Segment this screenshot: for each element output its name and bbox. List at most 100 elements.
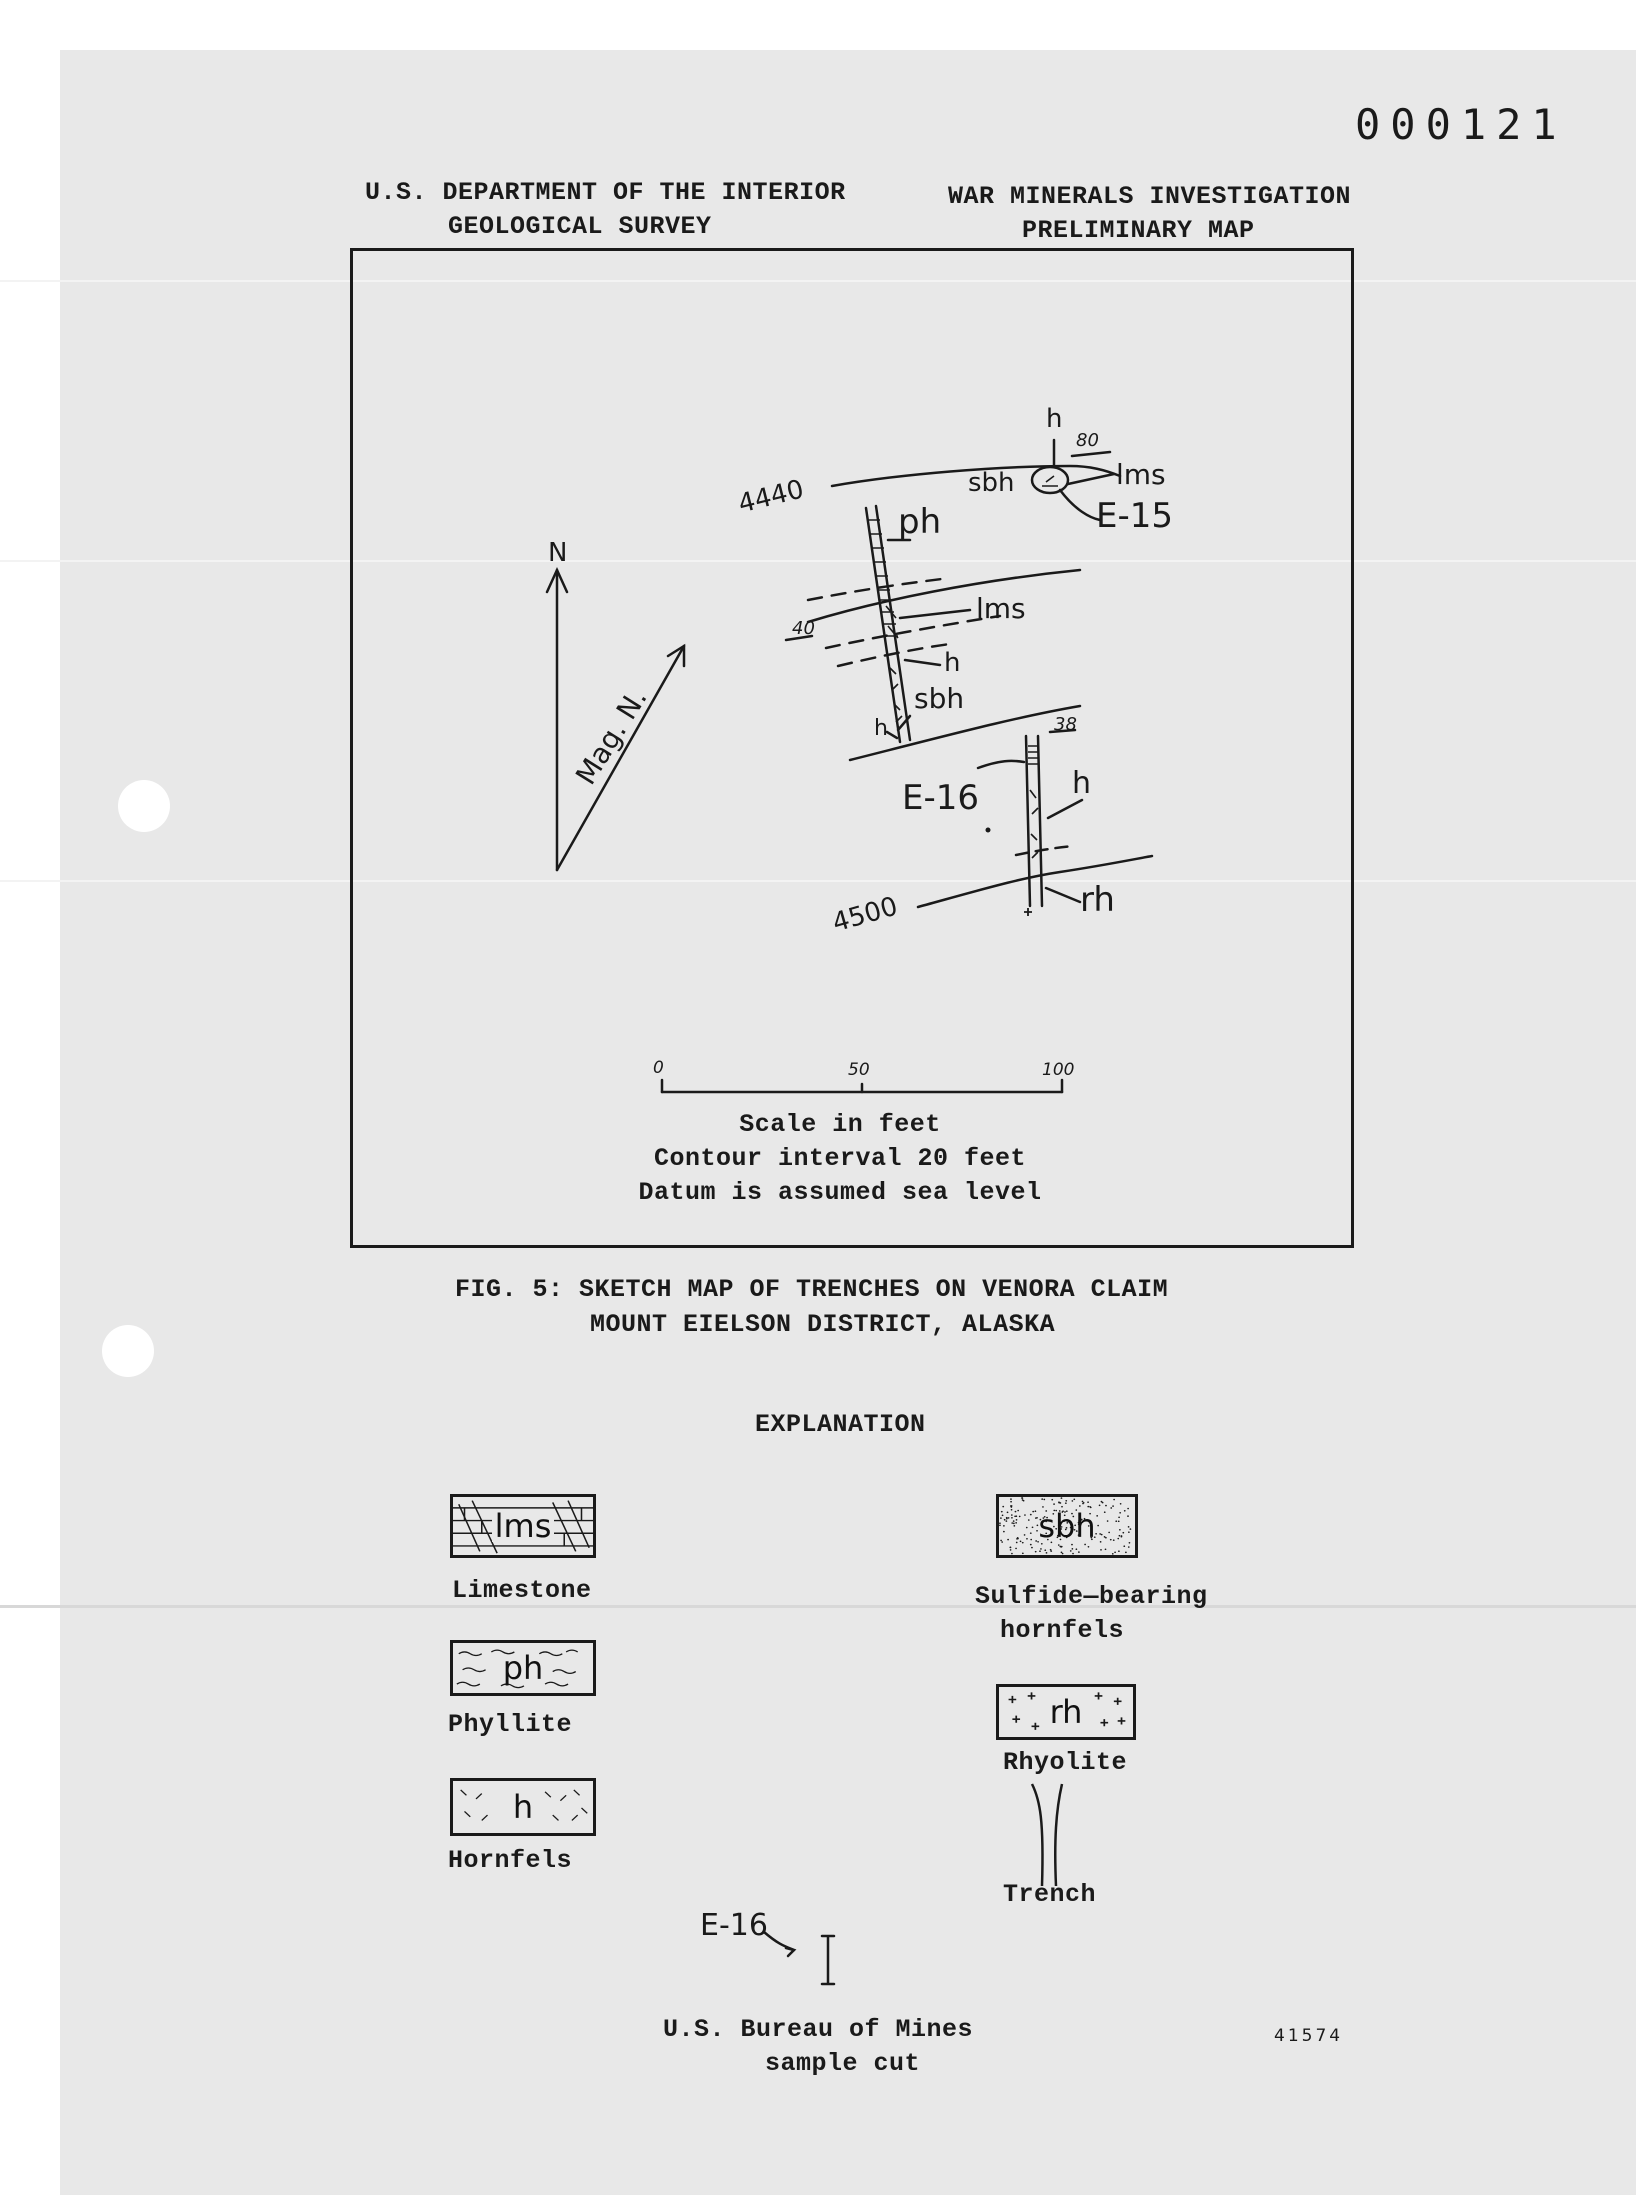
sulfide-dot xyxy=(1034,1510,1037,1513)
sulfide-dot xyxy=(1082,1502,1084,1505)
sulfide-dot xyxy=(1060,1528,1063,1530)
limestone-contact xyxy=(836,642,952,668)
map-dot xyxy=(985,827,991,833)
scale-caption: Scale in feet xyxy=(739,1110,941,1139)
sulfide-dot xyxy=(1128,1541,1131,1544)
sulfide-dot xyxy=(1039,1550,1041,1553)
leader-h-mid xyxy=(903,658,942,667)
sulfide-dot xyxy=(1081,1521,1084,1524)
sulfide-dot xyxy=(1093,1536,1096,1538)
sulfide-dot xyxy=(1035,1540,1038,1542)
sulfide-dot xyxy=(1120,1535,1123,1538)
sulfide-dot xyxy=(999,1524,1001,1527)
limestone-symbol-text: lms xyxy=(491,1510,555,1542)
sulfide-dot xyxy=(1087,1545,1090,1548)
sulfide-dot xyxy=(1103,1511,1106,1514)
map-label-rh: rh xyxy=(1080,880,1115,920)
sulfide-dot xyxy=(1000,1517,1002,1519)
map-label-e15: E-15 xyxy=(1096,496,1174,536)
contour-line xyxy=(848,704,1082,762)
sulfide-dot xyxy=(1112,1539,1115,1541)
sulfide-dot xyxy=(1049,1548,1052,1551)
sulfide-dot xyxy=(1119,1528,1121,1531)
legend-label-sulfide-line-2: hornfels xyxy=(1000,1616,1125,1645)
rhyolite-pattern xyxy=(1008,1692,1126,1730)
sample-label-line-2: sample cut xyxy=(765,2049,921,2078)
sulfide-dot xyxy=(1097,1524,1099,1527)
sulfide-dot xyxy=(1045,1510,1048,1512)
map-label-h-side: h xyxy=(874,716,888,741)
sulfide-dot xyxy=(1075,1509,1078,1511)
contour-4440 xyxy=(830,464,1122,488)
trench-1-fill-h xyxy=(889,667,903,723)
sulfide-dot xyxy=(1095,1532,1097,1535)
sulfide-dot xyxy=(1123,1545,1126,1548)
sulfide-dot xyxy=(1118,1516,1120,1519)
explanation-title: EXPLANATION xyxy=(755,1410,926,1439)
sulfide-pattern xyxy=(999,1497,1132,1555)
scan-stripe xyxy=(0,1605,1636,1608)
sulfide-dot xyxy=(1019,1540,1022,1543)
sulfide-dot xyxy=(1045,1532,1048,1535)
sample-leader xyxy=(762,1930,796,1952)
sulfide-dot xyxy=(1091,1538,1093,1541)
sulfide-dot xyxy=(1010,1505,1012,1507)
sulfide-dot xyxy=(1014,1510,1017,1513)
dip-label-38: 38 xyxy=(1054,714,1077,735)
sulfide-dot xyxy=(1057,1524,1060,1527)
agency-line-2: GEOLOGICAL SURVEY xyxy=(448,212,712,241)
map-frame xyxy=(350,248,1354,1248)
sulfide-dot xyxy=(1064,1511,1066,1513)
map-label-lms-upper: lms xyxy=(1116,458,1166,491)
sulfide-dot xyxy=(1046,1538,1049,1541)
sulfide-dot xyxy=(1078,1520,1080,1522)
sulfide-dot xyxy=(1014,1515,1016,1518)
sulfide-dot xyxy=(1043,1515,1046,1518)
legend-label-sulfide-line-1: Sulfide—bearing xyxy=(975,1582,1208,1611)
sulfide-dot xyxy=(1065,1536,1068,1539)
sulfide-dot xyxy=(1010,1514,1013,1516)
sulfide-dot xyxy=(1074,1524,1077,1527)
sulfide-dot xyxy=(1117,1537,1120,1540)
sulfide-dot xyxy=(1057,1544,1060,1546)
leader-sbh xyxy=(896,714,912,732)
sulfide-dot xyxy=(1042,1506,1044,1508)
trench-2-west xyxy=(1024,734,1032,908)
sulfide-dot xyxy=(1106,1520,1109,1522)
sulfide-dot xyxy=(1060,1497,1063,1499)
footer-number: 41574 xyxy=(1274,2026,1344,2046)
contour-4500 xyxy=(916,854,1154,909)
sulfide-dot xyxy=(1089,1506,1092,1509)
limestone-contact xyxy=(1014,844,1077,857)
punch-hole xyxy=(102,1325,154,1377)
sulfide-dot xyxy=(1063,1520,1065,1523)
sulfide-dot xyxy=(1109,1538,1112,1541)
sulfide-dot xyxy=(1071,1500,1074,1502)
true-north-head xyxy=(545,566,569,594)
sulfide-dot xyxy=(1090,1536,1093,1539)
sulfide-dot xyxy=(1060,1545,1063,1548)
sulfide-dot xyxy=(1006,1511,1009,1514)
legend-symbol-hornfels: h xyxy=(450,1778,596,1836)
sulfide-dot xyxy=(1108,1531,1111,1534)
sulfide-dot xyxy=(1055,1527,1058,1530)
sulfide-dot xyxy=(1026,1537,1028,1540)
map-label-sbh-top: sbh xyxy=(968,468,1015,498)
sulfide-dot xyxy=(1013,1525,1016,1527)
sulfide-dot xyxy=(1064,1502,1067,1504)
sulfide-dot xyxy=(1017,1509,1020,1512)
sulfide-dot xyxy=(1059,1545,1062,1548)
sulfide-dot xyxy=(1122,1531,1125,1534)
sulfide-dot xyxy=(1069,1550,1072,1552)
sulfide-dot xyxy=(1128,1531,1130,1533)
sulfide-dot xyxy=(1005,1520,1008,1522)
sulfide-dot xyxy=(1065,1510,1068,1512)
sulfide-dot xyxy=(1010,1498,1012,1500)
sulfide-dot xyxy=(1001,1514,1004,1517)
sulfide-dot xyxy=(1058,1510,1061,1512)
sulfide-dot xyxy=(1015,1522,1018,1524)
trench-2-fill-h xyxy=(1029,789,1039,859)
trench-symbol xyxy=(1030,1783,1064,1887)
sulfide-dot xyxy=(1127,1526,1130,1528)
